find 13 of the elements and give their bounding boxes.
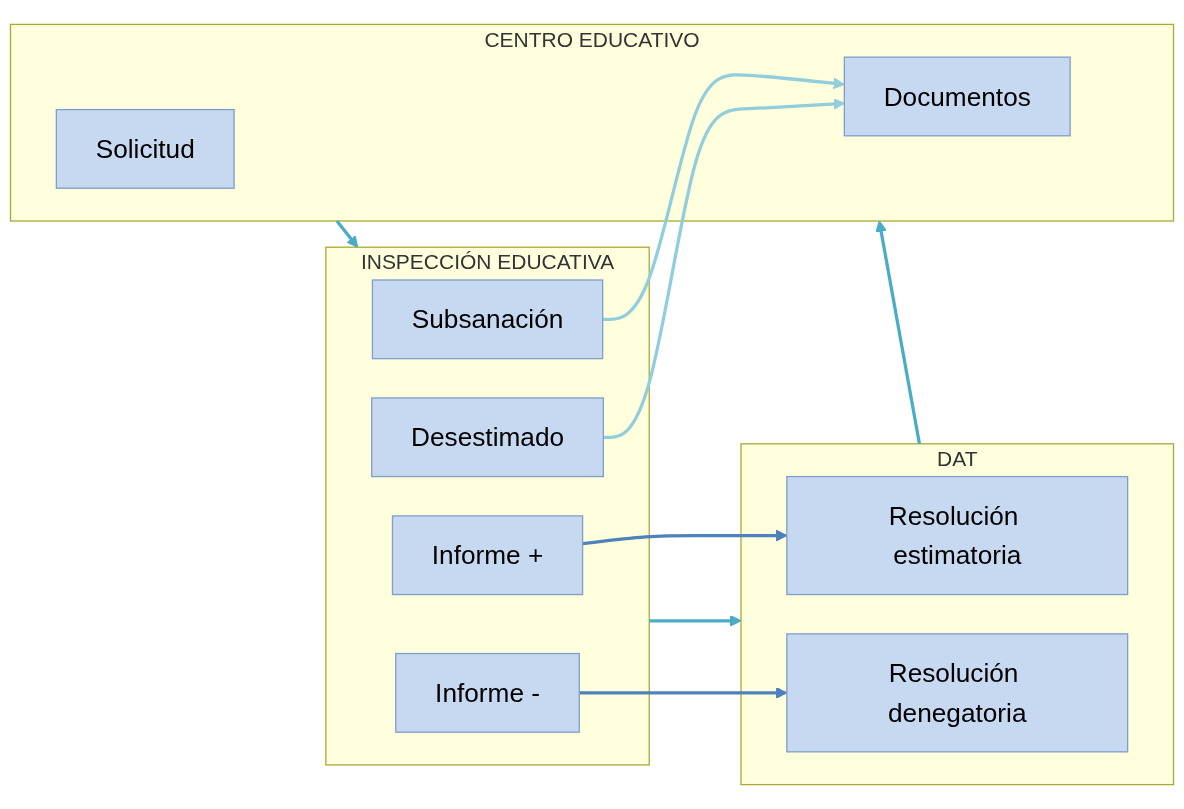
node-box: Resolución estimatoria: [786, 475, 1129, 596]
node-box: Subsanación: [371, 279, 604, 360]
arrow: [603, 98, 845, 439]
node-box: Informe +: [391, 515, 584, 596]
arrow: [335, 220, 359, 248]
node-box: Resolución denegatoria: [786, 633, 1129, 753]
arrow: [875, 220, 922, 445]
arrow: [649, 615, 742, 627]
node-box: Desestimado: [371, 397, 604, 478]
arrow: [602, 73, 845, 321]
node-box: Documentos: [843, 56, 1071, 137]
node-box: Informe -: [395, 652, 580, 733]
node-box: Solicitud: [55, 108, 235, 189]
